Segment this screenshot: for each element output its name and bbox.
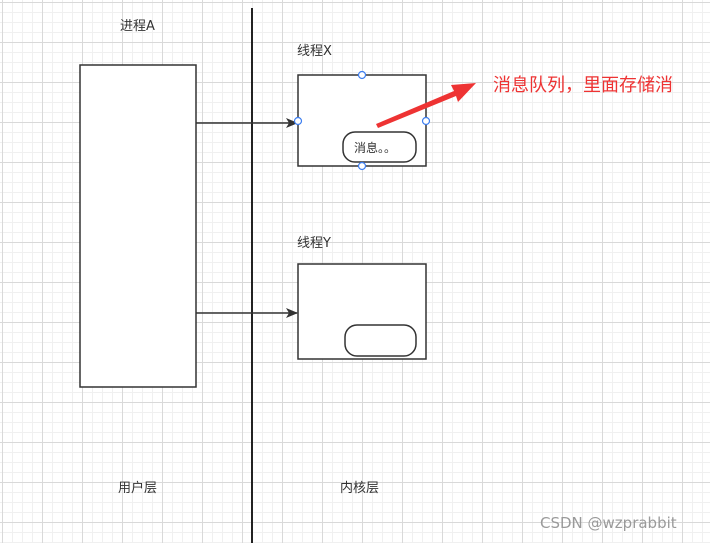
selection-handle-top[interactable] xyxy=(357,70,367,80)
selection-handle-right[interactable] xyxy=(421,116,431,126)
kernel-layer-label: 内核层 xyxy=(340,481,380,496)
process-a-label: 进程A xyxy=(120,19,155,34)
message-queue-pill-x[interactable] xyxy=(342,131,417,163)
thread-x-label: 线程X xyxy=(297,44,332,59)
message-pill-text: 消息。。 xyxy=(354,141,397,155)
message-queue-pill-y[interactable] xyxy=(344,324,417,357)
process-a-box[interactable] xyxy=(79,64,197,388)
annotation-arrow xyxy=(376,83,476,128)
thread-y-label: 线程Y xyxy=(297,236,331,251)
message-queue-annotation: 消息队列，里面存储消 xyxy=(493,75,673,96)
selection-handle-bottom[interactable] xyxy=(357,161,367,171)
user-layer-label: 用户层 xyxy=(118,481,158,496)
csdn-watermark: CSDN @wzprabbit xyxy=(540,514,677,532)
selection-handle-left[interactable] xyxy=(293,116,303,126)
